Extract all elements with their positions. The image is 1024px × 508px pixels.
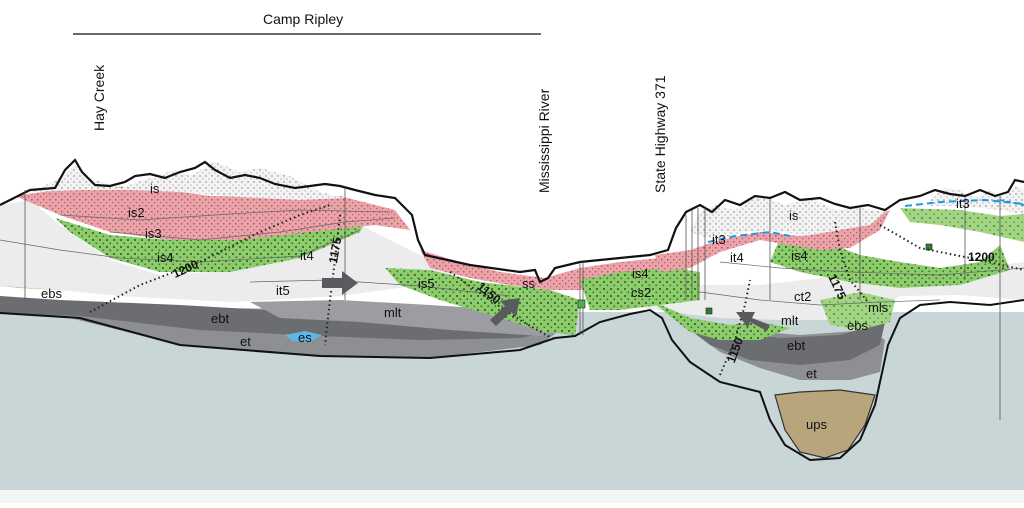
unit-label-ebs-left: ebs (41, 286, 62, 301)
mississippi-river-label: Mississippi River (536, 88, 552, 193)
unit-label-es: es (298, 330, 312, 345)
ebs-unit-right (820, 292, 895, 330)
is5-unit (385, 268, 580, 335)
green-strip-right (900, 208, 1024, 242)
flow-arrow-1 (322, 271, 358, 295)
well-lines (24, 188, 1001, 420)
land-surface-line (0, 158, 1024, 284)
unit-label-et-left: et (240, 334, 251, 349)
red-unit-right (655, 210, 890, 272)
contact-line-5 (699, 291, 941, 306)
contour-1175-left (324, 214, 341, 346)
flow-arrow-3 (736, 312, 770, 331)
es-unit (285, 331, 322, 342)
flow-arrow-2 (490, 298, 520, 326)
is4-unit-right (770, 238, 1010, 288)
unit-label-is4-left: is4 (157, 250, 174, 265)
water-table-far-right (904, 198, 1024, 207)
contact-line-2 (109, 217, 396, 241)
unit-label-it4-right: it4 (730, 250, 744, 265)
unit-label-ebt-left: ebt (211, 311, 230, 326)
well-marker-3 (705, 307, 713, 315)
unit-label-mlt-left: mlt (384, 305, 402, 320)
unit-label-cs2: cs2 (631, 285, 652, 300)
green-lower-right (650, 300, 790, 340)
highway-label: State Highway 371 (652, 75, 668, 193)
unit-label-ss: ss (522, 276, 535, 291)
unit-label-is-right: is (789, 208, 799, 223)
bedrock-surface-line (0, 299, 1024, 462)
water-table-right (707, 230, 791, 243)
unit-label-is5: is5 (418, 276, 435, 291)
unit-label-it4-left: it4 (300, 248, 314, 263)
is4-unit-left (55, 212, 370, 272)
bottom-strip (0, 490, 1024, 503)
ebt-unit-right (675, 318, 885, 365)
contour-1175-right (834, 221, 869, 303)
is-dots-left (30, 162, 345, 200)
unit-label-is4-mid: is4 (632, 266, 649, 281)
unit-label-is3: is3 (145, 226, 162, 241)
unit-label-is4-right: is4 (791, 248, 808, 263)
unit-label-is2: is2 (128, 205, 145, 220)
well-marker-1 (577, 299, 586, 309)
unit-label-ct2: ct2 (794, 289, 812, 304)
unit-label-ebt-right: ebt (787, 338, 806, 353)
unit-label-is: is (150, 181, 160, 196)
contour-1200-right (879, 224, 1024, 271)
contour-1150-right (719, 279, 751, 376)
contact-line-6 (719, 261, 1024, 276)
is-dots-right (690, 195, 885, 240)
contact-line-4 (249, 279, 511, 297)
page-title: Camp Ripley (263, 11, 344, 27)
contour-label-1200-right: 1200 (968, 250, 995, 264)
contact-line-3 (59, 209, 391, 221)
unit-label-ebs-right: ebs (847, 318, 868, 333)
hay-creek-label: Hay Creek (91, 64, 107, 131)
unit-label-mlt-right: mlt (781, 313, 799, 328)
unit-label-it5: it5 (276, 283, 290, 298)
ups-unit (774, 389, 876, 459)
unit-label-it3-far-right: it3 (956, 196, 970, 211)
cs2-unit (580, 268, 700, 310)
unit-label-it3-right: it3 (712, 232, 726, 247)
unit-label-et-right: et (806, 366, 817, 381)
unit-label-ups: ups (806, 417, 827, 432)
contact-line-1 (0, 229, 361, 263)
unit-label-mls: mls (868, 300, 889, 315)
